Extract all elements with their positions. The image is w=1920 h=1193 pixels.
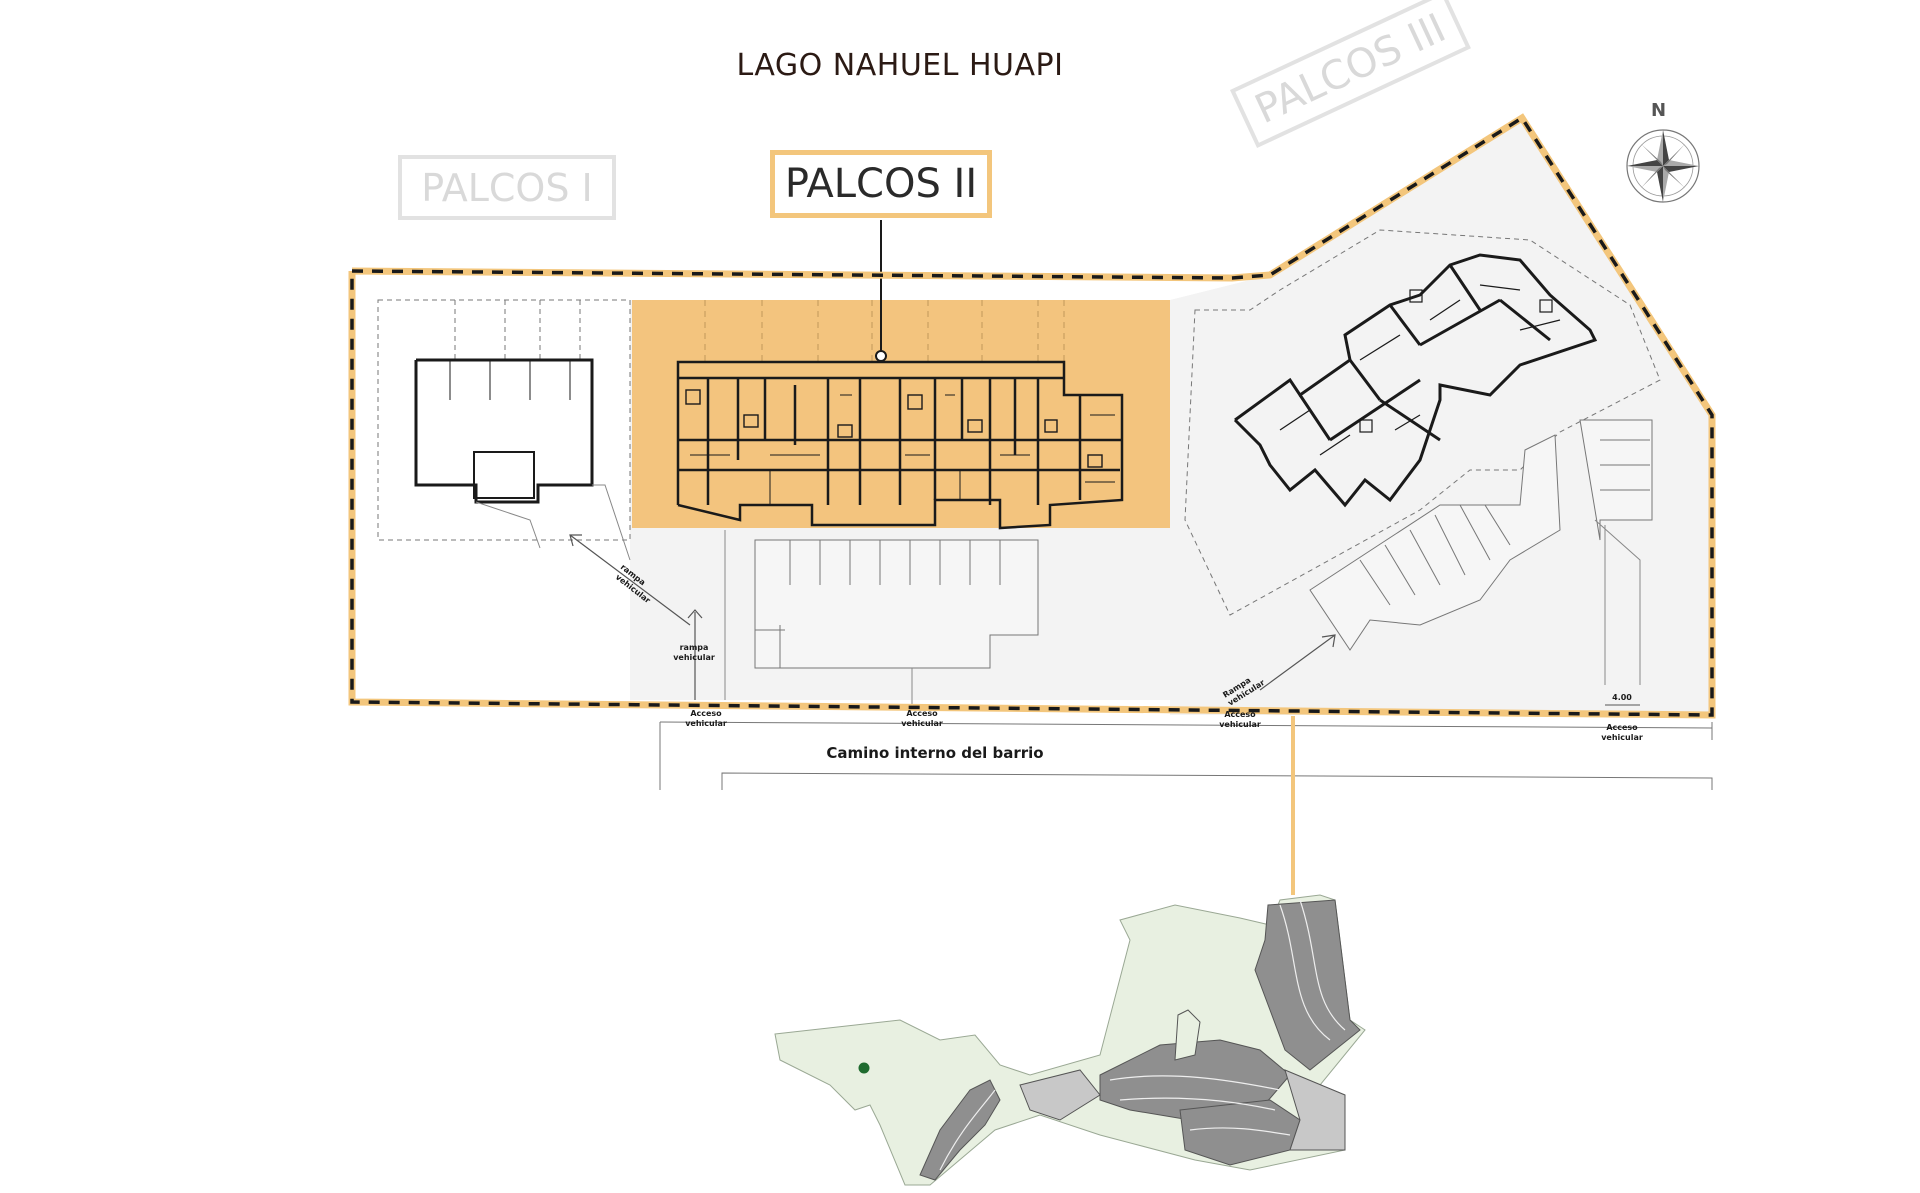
ramp-1-arrowhead bbox=[569, 534, 582, 547]
ramp-3-arrow bbox=[1259, 634, 1336, 691]
access-4-label-2: vehicular bbox=[1601, 733, 1643, 742]
access-2-label-2: vehicular bbox=[901, 719, 943, 728]
palcos-3-floorplan bbox=[1233, 253, 1598, 508]
palcos-3-east-parking bbox=[1579, 419, 1653, 541]
palcos-1-parking-lines bbox=[454, 300, 581, 360]
palcos-1-label[interactable]: PALCOS I bbox=[398, 155, 616, 220]
site-area-east bbox=[1170, 118, 1712, 715]
palcos-1-stall-lines bbox=[449, 360, 571, 400]
palcos-3-interior-details bbox=[1279, 284, 1561, 456]
internal-road bbox=[659, 721, 1713, 790]
access-3-label-1: Acceso bbox=[1224, 710, 1256, 719]
ramp-1-edge-2 bbox=[592, 484, 631, 561]
location-marker-icon bbox=[858, 1062, 870, 1074]
lake-title: LAGO NAHUEL HUAPI bbox=[736, 48, 1064, 83]
access-labels: Acceso vehicular Acceso vehicular Acceso… bbox=[685, 693, 1643, 742]
palcos-3-parking-stalls bbox=[1359, 504, 1511, 606]
palcos-3-east-stalls bbox=[1600, 439, 1650, 491]
access-1-label-2: vehicular bbox=[685, 719, 727, 728]
palcos-2-parking-stalls bbox=[755, 540, 1001, 668]
compass-north-label: N bbox=[1651, 100, 1667, 121]
ramp-2-label-1: rampa bbox=[680, 643, 709, 652]
palcos-2-floorplan bbox=[676, 360, 1124, 530]
ramp-2-label-2: vehicular bbox=[673, 653, 715, 662]
neighborhood-location-map bbox=[774, 894, 1366, 1186]
palcos-1-lot bbox=[377, 299, 631, 541]
site-boundary bbox=[348, 113, 1716, 719]
palcos-3-lot bbox=[1184, 229, 1661, 616]
ramp-1-arrow bbox=[569, 534, 691, 626]
ramp-2-arrowhead bbox=[687, 609, 703, 619]
ramp-3-arrowhead bbox=[1321, 634, 1336, 648]
palcos-2-leader-dot bbox=[875, 350, 887, 362]
access-1-label-1: Acceso bbox=[690, 709, 722, 718]
ramp-1-edge bbox=[475, 501, 541, 549]
palcos-1-garage bbox=[414, 358, 594, 504]
dimension-label: 4.00 bbox=[1612, 693, 1632, 702]
access-2-label-1: Acceso bbox=[906, 709, 938, 718]
road-label: Camino interno del barrio bbox=[826, 744, 1043, 762]
palcos-2-parking-lot bbox=[754, 539, 1039, 669]
access-4-label-1: Acceso bbox=[1606, 723, 1638, 732]
palcos-2-interior-details bbox=[690, 394, 1115, 505]
palcos-3-east-access bbox=[1594, 519, 1641, 685]
palcos-2-label[interactable]: PALCOS II bbox=[770, 150, 992, 218]
access-3-label-2: vehicular bbox=[1219, 720, 1261, 729]
compass-rose-icon bbox=[1626, 129, 1700, 203]
palcos-3-parking-lot bbox=[1309, 434, 1561, 651]
